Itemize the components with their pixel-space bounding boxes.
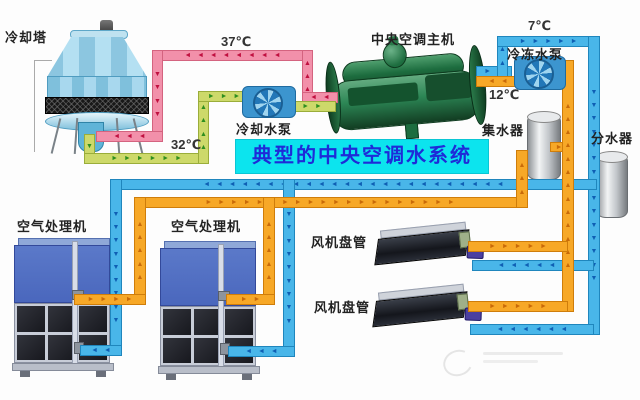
tower-cone	[47, 37, 147, 77]
label-cooling-pump: 冷却水泵	[236, 122, 293, 137]
pipe-chilled-return-ahu2-riser: ▲ ▲ ▲ ▲ ▲	[263, 197, 275, 305]
pump-impeller-icon	[524, 59, 554, 89]
ahu-foot	[242, 374, 252, 380]
pipe-chilled-supply-fancoil1: ◄ ◄ ◄ ◄ ◄ ◄	[472, 260, 594, 271]
label-ahu-1: 空气处理机	[17, 219, 88, 234]
temp-chilled-return: 12℃	[489, 87, 520, 102]
pipe-chilled-return-collector-riser: ▲ ▲ ▲	[516, 150, 528, 208]
pipe-chilled-supply-ahu2-in: ◄ ◄ ◄	[228, 346, 295, 357]
watermark-mark	[483, 360, 538, 363]
pipe-chilled-return-fancoil2: ► ► ► ► ►	[468, 301, 568, 312]
ahu-base	[12, 363, 114, 371]
dimension-line	[34, 60, 52, 61]
label-fan-coil-1: 风机盘管	[311, 235, 368, 250]
label-collector: 集水器	[482, 123, 525, 138]
ahu-grille	[160, 306, 256, 366]
label-chiller: 中央空调主机	[371, 32, 456, 47]
water-distributor-vessel	[596, 151, 628, 218]
ahu-foot	[20, 371, 30, 377]
label-distributor: 分水器	[591, 131, 634, 146]
watermark-mark	[483, 352, 563, 355]
cooling-water-pump	[242, 86, 296, 118]
pipe-cooling-supply-to-tower: ◄ ◄ ◄	[96, 131, 163, 142]
chiller-unit	[323, 35, 491, 143]
tower-drum	[47, 76, 147, 98]
label-chilled-pump: 冷冻水泵	[507, 47, 564, 62]
pipe-cooling-supply-top: ◄ ◄ ◄ ◄ ◄ ◄ ◄ ◄	[152, 50, 313, 61]
label-ahu-2: 空气处理机	[171, 219, 242, 234]
temp-chilled-supply: 7℃	[528, 18, 551, 33]
temp-cooling-return: 32℃	[171, 137, 202, 152]
ahu-foot	[96, 371, 106, 377]
air-handling-unit-2	[158, 241, 260, 381]
pipe-chilled-return-fancoil1: ► ► ► ► ►	[468, 241, 568, 252]
ahu-foot	[166, 374, 176, 380]
fan-coil-unit-1	[374, 219, 484, 277]
pipe-chilled-return-main: ► ► ► ► ► ► ► ► ► ► ► ► ► ► ► ► ► ► ► ►	[134, 197, 526, 208]
watermark	[439, 344, 573, 384]
watermark-mark	[439, 345, 477, 381]
chiller-panel	[424, 71, 473, 102]
fan-coil-unit-2	[372, 281, 482, 339]
pipe-chilled-return-ahu1-riser: ▲ ▲ ▲ ▲ ▲	[134, 197, 146, 305]
diagram-title: 典型的中央空调水系统	[235, 139, 489, 174]
pipe-chilled-return-main-riser: ▲ ▲ ▲ ▲ ▲ ▲ ▲ ▲ ▲ ▲ ▲ ▲ ▲	[562, 60, 574, 312]
water-collector-vessel	[527, 111, 561, 180]
pipe-chilled-return-ahu2-out: ► ►	[226, 294, 275, 305]
ahu-upper-cabinet	[14, 245, 110, 303]
pipe-chilled-supply-ahu1-in: ◄ ◄	[80, 345, 122, 356]
pipe-chilled-supply-fancoil2: ◄ ◄ ◄ ◄ ◄ ◄	[470, 324, 594, 335]
label-fan-coil-2: 风机盘管	[314, 300, 371, 315]
chiller-drain-stub	[404, 122, 420, 140]
chilled-water-pump	[514, 56, 566, 90]
pipe-cooling-supply-down-left: ▼ ▼ ▼ ▼	[152, 50, 163, 139]
ahu-base	[158, 366, 260, 374]
pump-impeller-icon	[253, 88, 283, 118]
temp-cooling-supply: 37℃	[221, 34, 252, 49]
label-cooling-tower: 冷却塔	[5, 30, 48, 45]
pipe-chilled-supply-ahu1-drop: ▼ ▼ ▼ ▼ ▼ ▼ ▼ ▼ ▼	[110, 179, 122, 356]
dimension-line	[34, 60, 35, 152]
pipe-cooling-return-bottom: ► ► ► ► ► ►	[84, 153, 209, 164]
air-handling-unit-1	[12, 238, 114, 378]
pipe-chilled-return-ahu1-out: ► ► ► ►	[74, 294, 146, 305]
